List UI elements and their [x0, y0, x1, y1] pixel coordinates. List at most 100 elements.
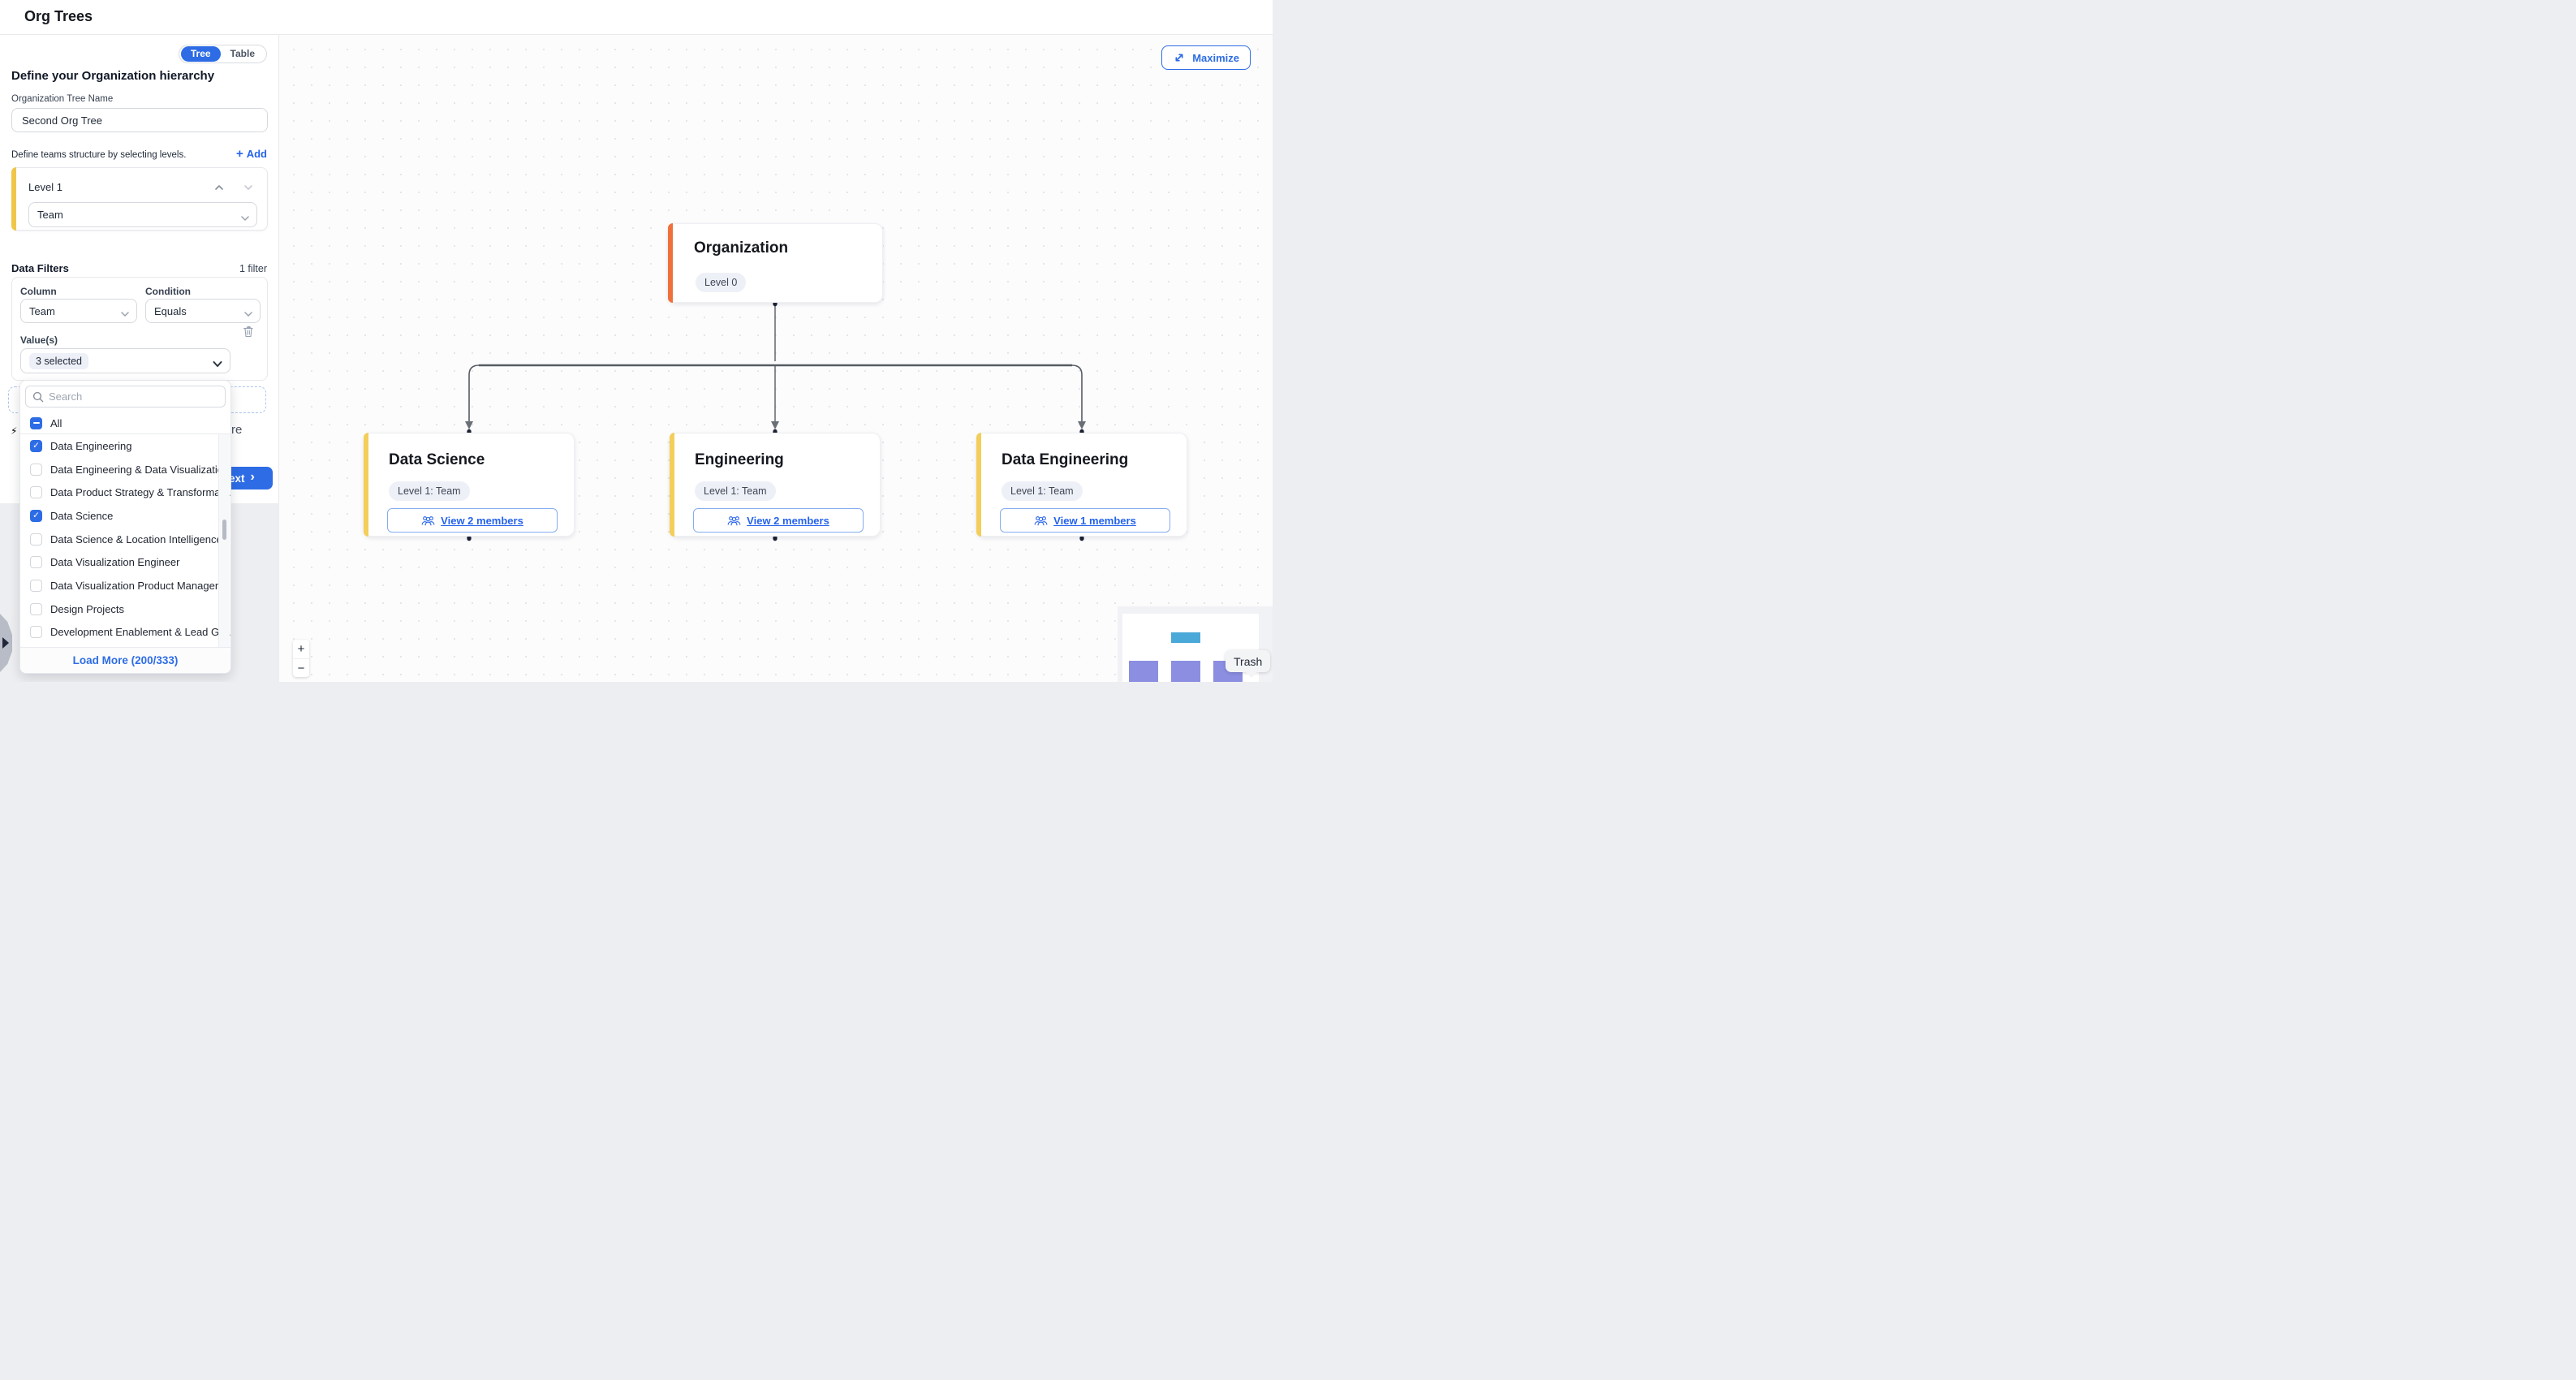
zoom-controls: + −	[293, 640, 309, 677]
chevron-down-icon	[213, 358, 222, 370]
maximize-button[interactable]: Maximize	[1161, 45, 1251, 70]
toggle-table[interactable]: Table	[230, 48, 255, 59]
move-level-up-icon[interactable]	[213, 182, 225, 193]
minimap-child-node	[1129, 660, 1158, 682]
hierarchy-sidebar: Tree Table Define your Organization hier…	[0, 35, 279, 674]
add-level-button[interactable]: + Add	[236, 147, 267, 161]
expand-drawer-handle[interactable]	[0, 614, 12, 672]
values-multiselect[interactable]: 3 selected	[20, 348, 230, 373]
zoom-in-button[interactable]: +	[297, 642, 305, 656]
condition-select[interactable]: Equals	[145, 299, 261, 323]
org-tree-name-input[interactable]	[11, 108, 268, 132]
node-title: Data Science	[389, 451, 485, 468]
level-card: Level 1 Team	[11, 167, 268, 231]
dropdown-item[interactable]: Data Visualization Product Managem...	[20, 574, 230, 597]
column-select[interactable]: Team	[20, 299, 137, 323]
org-tree-canvas[interactable]: Maximize Organization Level 0 Data Scien…	[279, 35, 1273, 682]
dropdown-item[interactable]: Data Visualization Engineer	[20, 550, 230, 574]
view-toggle: Tree Table	[178, 45, 267, 63]
node-level-badge: Level 0	[696, 273, 747, 292]
dropdown-search	[25, 386, 226, 408]
column-value: Team	[29, 304, 55, 317]
item-label: Data Science	[50, 509, 114, 522]
item-checkbox[interactable]	[30, 556, 42, 569]
search-input[interactable]	[44, 390, 225, 403]
item-label: Data Visualization Product Managem...	[50, 579, 230, 592]
search-icon	[32, 391, 44, 402]
filter-count-badge: 1 filter	[239, 263, 267, 274]
lightning-icon: ⚡	[11, 425, 18, 437]
org-root-node[interactable]: Organization Level 0	[668, 223, 883, 303]
item-label: Data Product Strategy & Transformat...	[50, 486, 230, 499]
item-checkbox[interactable]	[30, 439, 42, 452]
item-checkbox[interactable]	[30, 463, 42, 476]
trash-tooltip: Trash	[1226, 650, 1271, 678]
load-more-button[interactable]: Load More (200/333)	[72, 654, 179, 666]
item-label: Data Engineering & Data Visualization	[50, 463, 230, 476]
node-level-badge: Level 1: Team	[389, 481, 470, 501]
values-label: Value(s)	[20, 334, 58, 346]
condition-label: Condition	[145, 286, 191, 297]
minimap-child-node	[1171, 660, 1200, 682]
dropdown-scrollbar[interactable]	[218, 434, 230, 647]
team-node[interactable]: Data Engineering Level 1: Team View 1 me…	[976, 433, 1187, 537]
node-level-badge: Level 1: Team	[1002, 481, 1083, 501]
move-level-down-icon[interactable]	[243, 182, 254, 193]
view-members-label: View 1 members	[1053, 514, 1136, 527]
selected-count-chip: 3 selected	[29, 352, 88, 369]
view-members-label: View 2 members	[747, 514, 829, 527]
values-dropdown: All Data Engineering Data Engineering & …	[19, 380, 231, 674]
dropdown-item[interactable]: Data Science	[20, 504, 230, 528]
dropdown-item[interactable]: Design Projects	[20, 597, 230, 621]
team-node[interactable]: Data Science Level 1: Team View 2 member…	[364, 433, 575, 537]
dropdown-item[interactable]: Development Enablement & Lead Ge...	[20, 621, 230, 645]
chevron-down-icon	[244, 308, 252, 320]
select-all-row[interactable]: All	[20, 412, 230, 434]
level-type-value: Team	[37, 209, 63, 221]
dropdown-item[interactable]: Data Engineering	[20, 434, 230, 458]
sidebar-heading: Define your Organization hierarchy	[11, 69, 215, 83]
chevron-down-icon	[121, 308, 129, 320]
item-checkbox[interactable]	[30, 579, 42, 592]
view-members-button[interactable]: View 2 members	[387, 508, 558, 533]
view-members-button[interactable]: View 2 members	[693, 508, 864, 533]
org-trees-page: Org Trees Tree Table Define your Organiz…	[0, 0, 1273, 682]
dropdown-footer: Load More (200/333)	[20, 647, 230, 673]
data-filters-title: Data Filters	[11, 262, 69, 274]
item-checkbox[interactable]	[30, 509, 42, 522]
view-members-button[interactable]: View 1 members	[1000, 508, 1170, 533]
item-checkbox[interactable]	[30, 626, 42, 639]
dropdown-item[interactable]: Data Product Strategy & Transformat...	[20, 481, 230, 504]
level-card-title: Level 1	[28, 181, 62, 193]
delete-filter-trash-icon[interactable]	[243, 325, 254, 338]
app-header: Org Trees	[0, 0, 1273, 35]
dropdown-item-list: Data Engineering Data Engineering & Data…	[20, 434, 230, 649]
chevron-right-icon: ›	[250, 470, 255, 484]
item-checkbox[interactable]	[30, 533, 42, 546]
dropdown-item[interactable]: Data Engineering & Data Visualization	[20, 458, 230, 481]
tree-connectors	[465, 300, 1086, 541]
tree-name-label: Organization Tree Name	[11, 94, 114, 104]
zoom-out-button[interactable]: −	[293, 658, 309, 677]
node-title: Engineering	[695, 451, 784, 468]
view-members-label: View 2 members	[441, 514, 523, 527]
item-label: Data Engineering	[50, 439, 132, 452]
item-label: Data Visualization Engineer	[50, 556, 180, 569]
maximize-label: Maximize	[1192, 51, 1239, 64]
item-label: Data Science & Location Intelligence	[50, 533, 222, 546]
select-all-checkbox[interactable]	[30, 416, 42, 429]
item-checkbox[interactable]	[30, 486, 42, 499]
dropdown-item[interactable]: Data Science & Location Intelligence	[20, 528, 230, 551]
people-icon	[1034, 516, 1048, 526]
item-checkbox[interactable]	[30, 602, 42, 615]
scrollbar-thumb[interactable]	[222, 520, 226, 540]
node-title: Organization	[694, 239, 789, 257]
chevron-down-icon	[241, 212, 249, 224]
level-type-select[interactable]: Team	[28, 202, 257, 227]
minimap-root-node	[1171, 632, 1200, 643]
people-icon	[421, 516, 435, 526]
item-label: Development Enablement & Lead Ge...	[50, 626, 230, 639]
team-node[interactable]: Engineering Level 1: Team View 2 members	[670, 433, 881, 537]
toggle-tree[interactable]: Tree	[180, 46, 221, 62]
expand-icon	[1175, 54, 1183, 62]
